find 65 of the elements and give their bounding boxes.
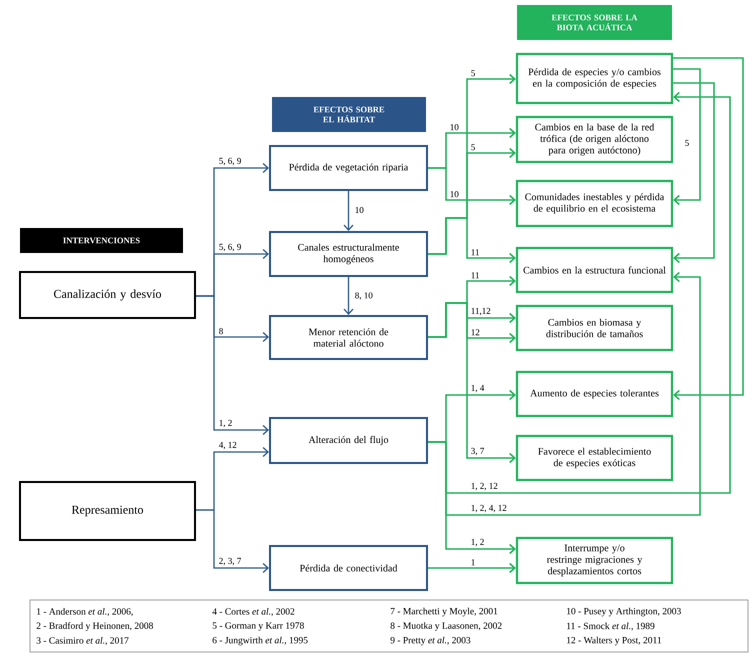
habitat-effect-box: Pérdida de vegetación riparia — [269, 145, 428, 191]
section-header: INTERVENCIONES — [20, 228, 183, 253]
biota-effect-box: Cambios en la base de la red trófica (de origen alóctono para origen autóctono) — [516, 116, 674, 164]
edge-label: 1, 4 — [470, 384, 485, 393]
reference-entry: 8 - Muotka y Laasonen, 2002 — [390, 622, 502, 631]
intervention-box: Represamiento — [19, 481, 196, 541]
habitat-effect-box: Menor retención de material alóctono — [269, 315, 428, 360]
edge-label: 10 — [354, 206, 364, 214]
edge-label: 8, 10 — [354, 292, 374, 300]
arrow — [344, 277, 354, 315]
biota-effect-box: Interrumpe y/o restringe migraciones y desplazamientos cortos — [516, 536, 674, 584]
edge-label: 5, 6, 9 — [218, 157, 242, 166]
edge-label: 1, 2, 12 — [470, 482, 498, 491]
arrow — [673, 57, 744, 400]
section-header: EFECTOS SOBRE EL HÁBITAT — [272, 97, 426, 132]
edge-label: 10 — [449, 124, 460, 131]
edge-label: 8 — [218, 328, 224, 335]
reference-entry: 9 - Pretty et al., 2003 — [390, 636, 470, 646]
reference-entry: 12 - Walters y Post, 2011 — [567, 636, 662, 646]
biota-effect-box: Cambios en biomasa y distribución de tamaños — [516, 304, 674, 352]
biota-effect-box: Pérdida de especies y/o cambios en la composición de especies — [516, 52, 674, 104]
arrow — [196, 509, 269, 573]
edge-label: 11 — [470, 248, 480, 256]
edge-label: 1, 2 — [218, 419, 233, 428]
arrow — [428, 302, 516, 464]
habitat-effect-box: Pérdida de conectividad — [269, 545, 428, 591]
edge-label: 5, 6, 9 — [218, 243, 242, 252]
edge-label: 12 — [470, 328, 480, 336]
edge-label: 3, 7 — [470, 447, 485, 456]
arrow — [428, 441, 516, 554]
edge-label: 11 — [470, 272, 480, 279]
reference-entry: 10 - Pusey y Arthington, 2003 — [567, 608, 681, 616]
arrow — [428, 167, 516, 206]
reference-entry: 1 - Anderson et al., 2006, — [37, 608, 133, 616]
biota-effect-box: Comunidades inestables y pérdida de equilibrio en el ecosistema — [516, 180, 674, 228]
edge-label: 11,12 — [470, 307, 492, 316]
reference-entry: 5 - Gorman y Karr 1978 — [212, 622, 304, 631]
edge-label: 2, 3, 7 — [218, 557, 242, 566]
arrow — [428, 217, 516, 264]
edge-label: 5 — [684, 139, 690, 147]
reference-entry: 3 - Casimiro et al., 2017 — [36, 636, 129, 646]
edge-label: 1 — [470, 558, 476, 566]
edge-label: 1, 2, 4, 12 — [470, 504, 508, 513]
biota-effect-box: Cambios en la estructura funcional — [516, 246, 674, 294]
reference-entry: 6 - Jungwirth et al., 1995 — [212, 636, 308, 646]
section-header: EFECTOS SOBRE LA BIOTA ACUÁTICA — [517, 5, 672, 40]
arrow — [196, 295, 269, 435]
biota-effect-box: Aumento de especies tolerantes — [516, 370, 674, 418]
edge-label: 5 — [470, 144, 476, 151]
reference-entry: 2 - Bradford y Heinonen, 2008 — [36, 622, 153, 631]
arrow — [344, 191, 354, 231]
edge-label: 4, 12 — [218, 441, 238, 450]
reference-entry: 4 - Cortes et al., 2002 — [212, 608, 294, 616]
reference-entry: 11 - Smock et al., 1989 — [567, 622, 654, 631]
intervention-box: Canalización y desvío — [19, 271, 196, 319]
biota-effect-box: Favorece el establecimiento de especies exóticas — [516, 434, 674, 482]
habitat-effect-box: Canales estructuralmente homogéneos — [269, 231, 428, 277]
edge-label: 10 — [449, 190, 460, 198]
edge-label: 1, 2 — [470, 538, 485, 547]
arrow — [673, 82, 715, 264]
habitat-effect-box: Alteración del flujo — [269, 417, 428, 464]
arrow — [673, 68, 701, 206]
arrow — [428, 562, 516, 574]
reference-entry: 7 - Marchetti y Moyle, 2001 — [390, 608, 498, 616]
edge-label: 5 — [470, 70, 476, 77]
